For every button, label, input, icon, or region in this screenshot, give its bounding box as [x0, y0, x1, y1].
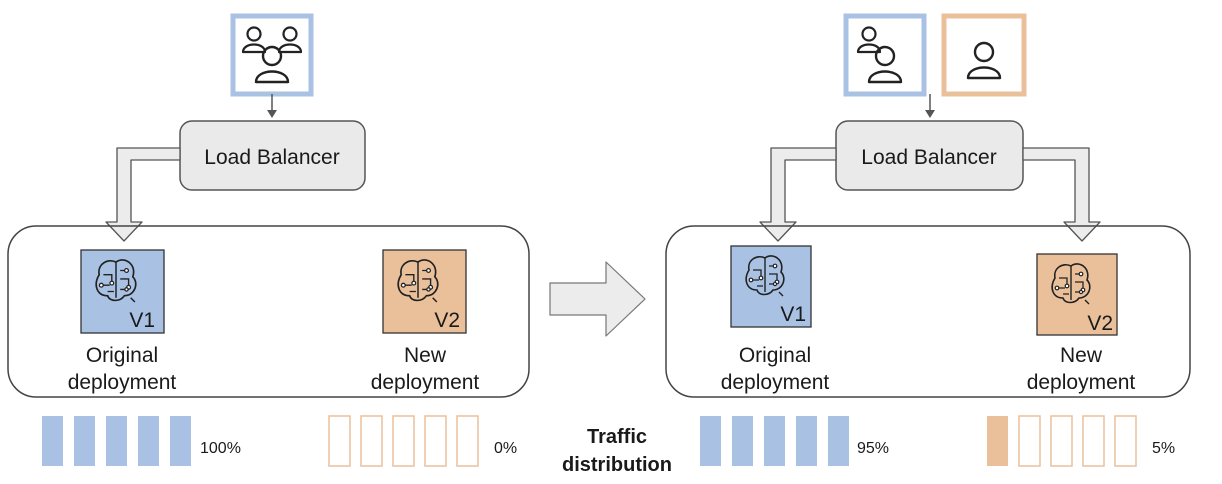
traffic-segment-empty [1050, 415, 1073, 467]
original-deployment-label-line2: deployment [68, 371, 177, 394]
traffic-segment-empty [360, 415, 383, 467]
lb-to-v1-arrow [759, 147, 837, 242]
original-deployment-label-line1: Original [739, 344, 811, 367]
traffic-segment-empty [1114, 415, 1137, 467]
right-panel: Load Balancer V1 Original deployment V2 … [665, 13, 1191, 467]
traffic-bars-v2-left [328, 415, 479, 467]
version-label-v1: V1 [129, 309, 155, 332]
traffic-bars-v1-right [700, 416, 849, 466]
left-panel: Load Balancer V1 Original deployment V2 … [7, 13, 530, 467]
model-v2-right: V2 [1036, 253, 1118, 336]
model-v1-right: V1 [730, 245, 812, 328]
traffic-segment-empty [1018, 415, 1041, 467]
traffic-segment-empty [328, 415, 351, 467]
load-balancer-left: Load Balancer [179, 120, 366, 191]
load-balancer-right: Load Balancer [835, 120, 1024, 191]
version-label-v2: V2 [1087, 312, 1113, 335]
traffic-bars-v1-left [42, 416, 191, 466]
lb-to-v2-arrow [1022, 147, 1101, 242]
users-group-icon [843, 13, 927, 97]
original-deployment-label-line1: Original [86, 344, 158, 367]
traffic-segment-empty [456, 415, 479, 467]
load-balancer-label: Load Balancer [204, 146, 339, 169]
arrow-right-icon [549, 261, 646, 337]
traffic-percent-v1-left: 100% [200, 440, 241, 457]
user-icon [941, 13, 1027, 97]
traffic-percent-v2-left: 0% [494, 440, 517, 457]
new-deployment-label-line2: deployment [1027, 371, 1136, 394]
traffic-segment-filled [764, 416, 785, 466]
users-to-lb-arrow [925, 94, 935, 118]
traffic-segment-filled [42, 416, 63, 466]
traffic-segment-filled [987, 416, 1008, 466]
deployment-container-right [665, 225, 1191, 398]
users-to-lb-arrow [267, 94, 277, 118]
users-group-icon [230, 13, 314, 97]
traffic-percent-v2-right: 5% [1152, 440, 1175, 457]
traffic-segment-filled [170, 416, 191, 466]
version-label-v2: V2 [434, 309, 460, 332]
new-deployment-label-line1: New [404, 344, 447, 367]
traffic-segment-filled [732, 416, 753, 466]
traffic-segment-empty [392, 415, 415, 467]
traffic-segment-filled [828, 416, 849, 466]
model-v1-left: V1 [80, 249, 165, 334]
original-deployment-label-line2: deployment [721, 371, 830, 394]
load-balancer-label: Load Balancer [861, 146, 996, 169]
traffic-segment-filled [106, 416, 127, 466]
traffic-percent-v1-right: 95% [857, 440, 889, 457]
traffic-segment-filled [74, 416, 95, 466]
version-label-v1: V1 [780, 303, 806, 326]
traffic-segment-empty [1082, 415, 1105, 467]
new-deployment-label-line1: New [1060, 344, 1103, 367]
lb-to-v1-arrow [105, 147, 181, 242]
traffic-segment-filled [700, 416, 721, 466]
traffic-segment-empty [424, 415, 447, 467]
deployment-container-left [7, 225, 530, 398]
model-v2-left: V2 [382, 249, 467, 334]
new-deployment-label-line2: deployment [371, 371, 480, 394]
traffic-caption-line2: distribution [562, 454, 672, 476]
traffic-caption-line1: Traffic [587, 426, 647, 448]
traffic-segment-filled [138, 416, 159, 466]
traffic-bars-v2-right [987, 415, 1137, 467]
traffic-segment-filled [796, 416, 817, 466]
